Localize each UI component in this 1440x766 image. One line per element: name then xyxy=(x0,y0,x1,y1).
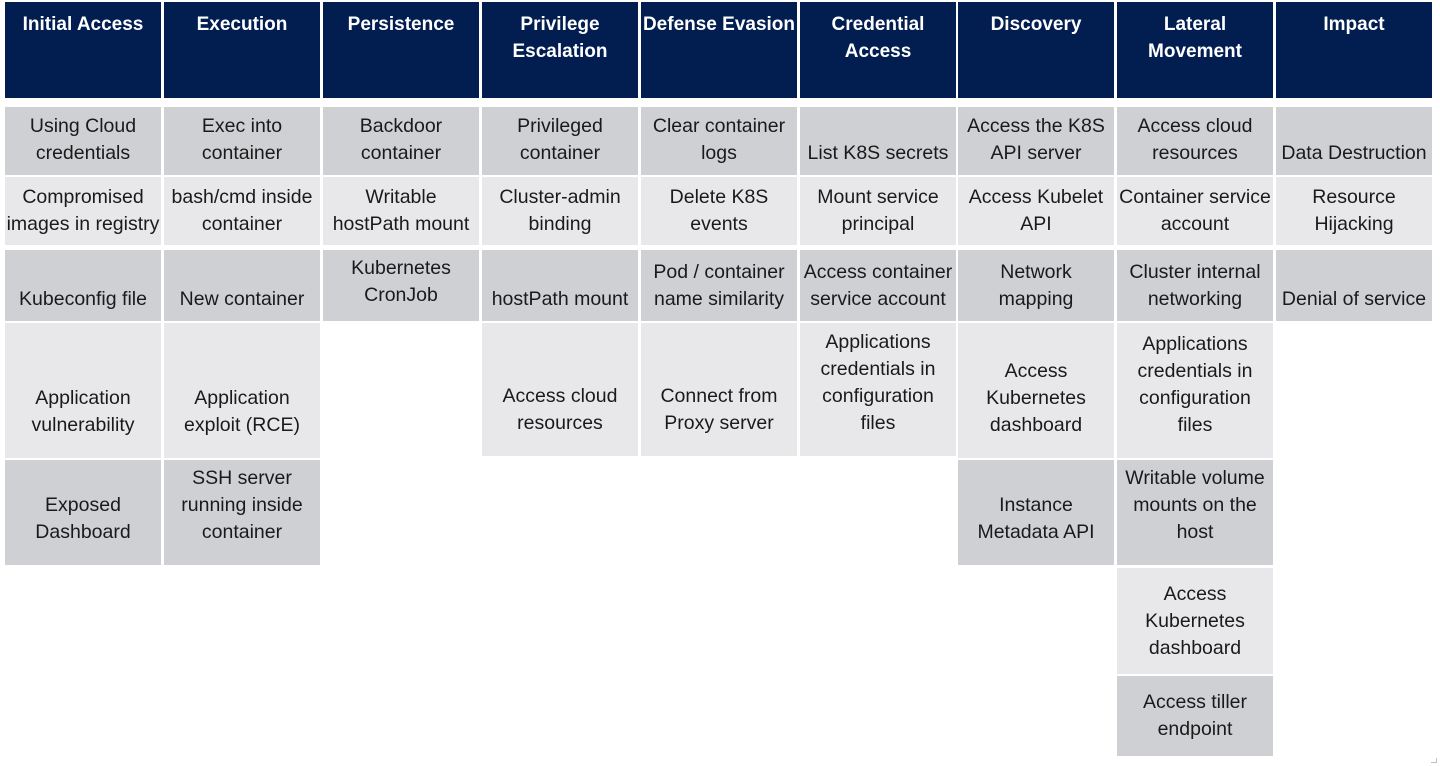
technique-cell: Access Kubernetes dashboard xyxy=(1117,568,1273,674)
technique-cell: Access the K8S API server xyxy=(958,107,1114,175)
technique-cell: Instance Metadata API xyxy=(958,460,1114,565)
technique-cell: Resource Hijacking xyxy=(1276,177,1432,245)
column-header: Credential Access xyxy=(800,2,956,98)
column-header: Privilege Escalation xyxy=(482,2,638,98)
technique-cell: bash/cmd inside container xyxy=(164,177,320,245)
column-header: Initial Access xyxy=(5,2,161,98)
column-header: Impact xyxy=(1276,2,1432,98)
technique-cell: List K8S secrets xyxy=(800,107,956,175)
column-header: Persistence xyxy=(323,2,479,98)
technique-cell: Exec into container xyxy=(164,107,320,175)
technique-cell: Applications credentials in configuratio… xyxy=(800,323,956,456)
technique-cell: Clear container logs xyxy=(641,107,797,175)
technique-cell: Application vulnerability xyxy=(5,323,161,458)
technique-cell: Kubernetes CronJob xyxy=(323,250,479,321)
technique-cell: Kubeconfig file xyxy=(5,250,161,321)
technique-cell: Exposed Dashboard xyxy=(5,460,161,565)
column-header: Execution xyxy=(164,2,320,98)
technique-cell: Compromised images in registry xyxy=(5,177,161,245)
technique-cell: SSH server running inside container xyxy=(164,460,320,565)
technique-cell: Access Kubelet API xyxy=(958,177,1114,245)
technique-cell: Writable volume mounts on the host xyxy=(1117,460,1273,565)
technique-cell: Pod / container name similarity xyxy=(641,250,797,321)
column-header: Discovery xyxy=(958,2,1114,98)
column-header: Defense Evasion xyxy=(641,2,797,98)
technique-cell: Access container service account xyxy=(800,250,956,321)
technique-cell: Using Cloud credentials xyxy=(5,107,161,175)
technique-cell: Data Destruction xyxy=(1276,107,1432,175)
technique-cell: Application exploit (RCE) xyxy=(164,323,320,458)
technique-cell: Privileged container xyxy=(482,107,638,175)
technique-cell: Writable hostPath mount xyxy=(323,177,479,245)
column-header: Lateral Movement xyxy=(1117,2,1273,98)
technique-cell: Access cloud resources xyxy=(482,323,638,456)
technique-cell: Network mapping xyxy=(958,250,1114,321)
technique-cell: New container xyxy=(164,250,320,321)
technique-cell: Denial of service xyxy=(1276,250,1432,321)
resize-corner-mark xyxy=(1431,758,1437,763)
technique-cell: Backdoor container xyxy=(323,107,479,175)
technique-cell: Container service account xyxy=(1117,177,1273,245)
technique-cell: Access tiller endpoint xyxy=(1117,676,1273,756)
technique-cell: Mount service principal xyxy=(800,177,956,245)
technique-cell: Cluster-admin binding xyxy=(482,177,638,245)
technique-cell: Connect from Proxy server xyxy=(641,323,797,456)
technique-cell: Access Kubernetes dashboard xyxy=(958,323,1114,458)
technique-cell: Applications credentials in configuratio… xyxy=(1117,323,1273,458)
technique-cell: Access cloud resources xyxy=(1117,107,1273,175)
technique-cell: Delete K8S events xyxy=(641,177,797,245)
technique-cell: Cluster internal networking xyxy=(1117,250,1273,321)
technique-cell: hostPath mount xyxy=(482,250,638,321)
